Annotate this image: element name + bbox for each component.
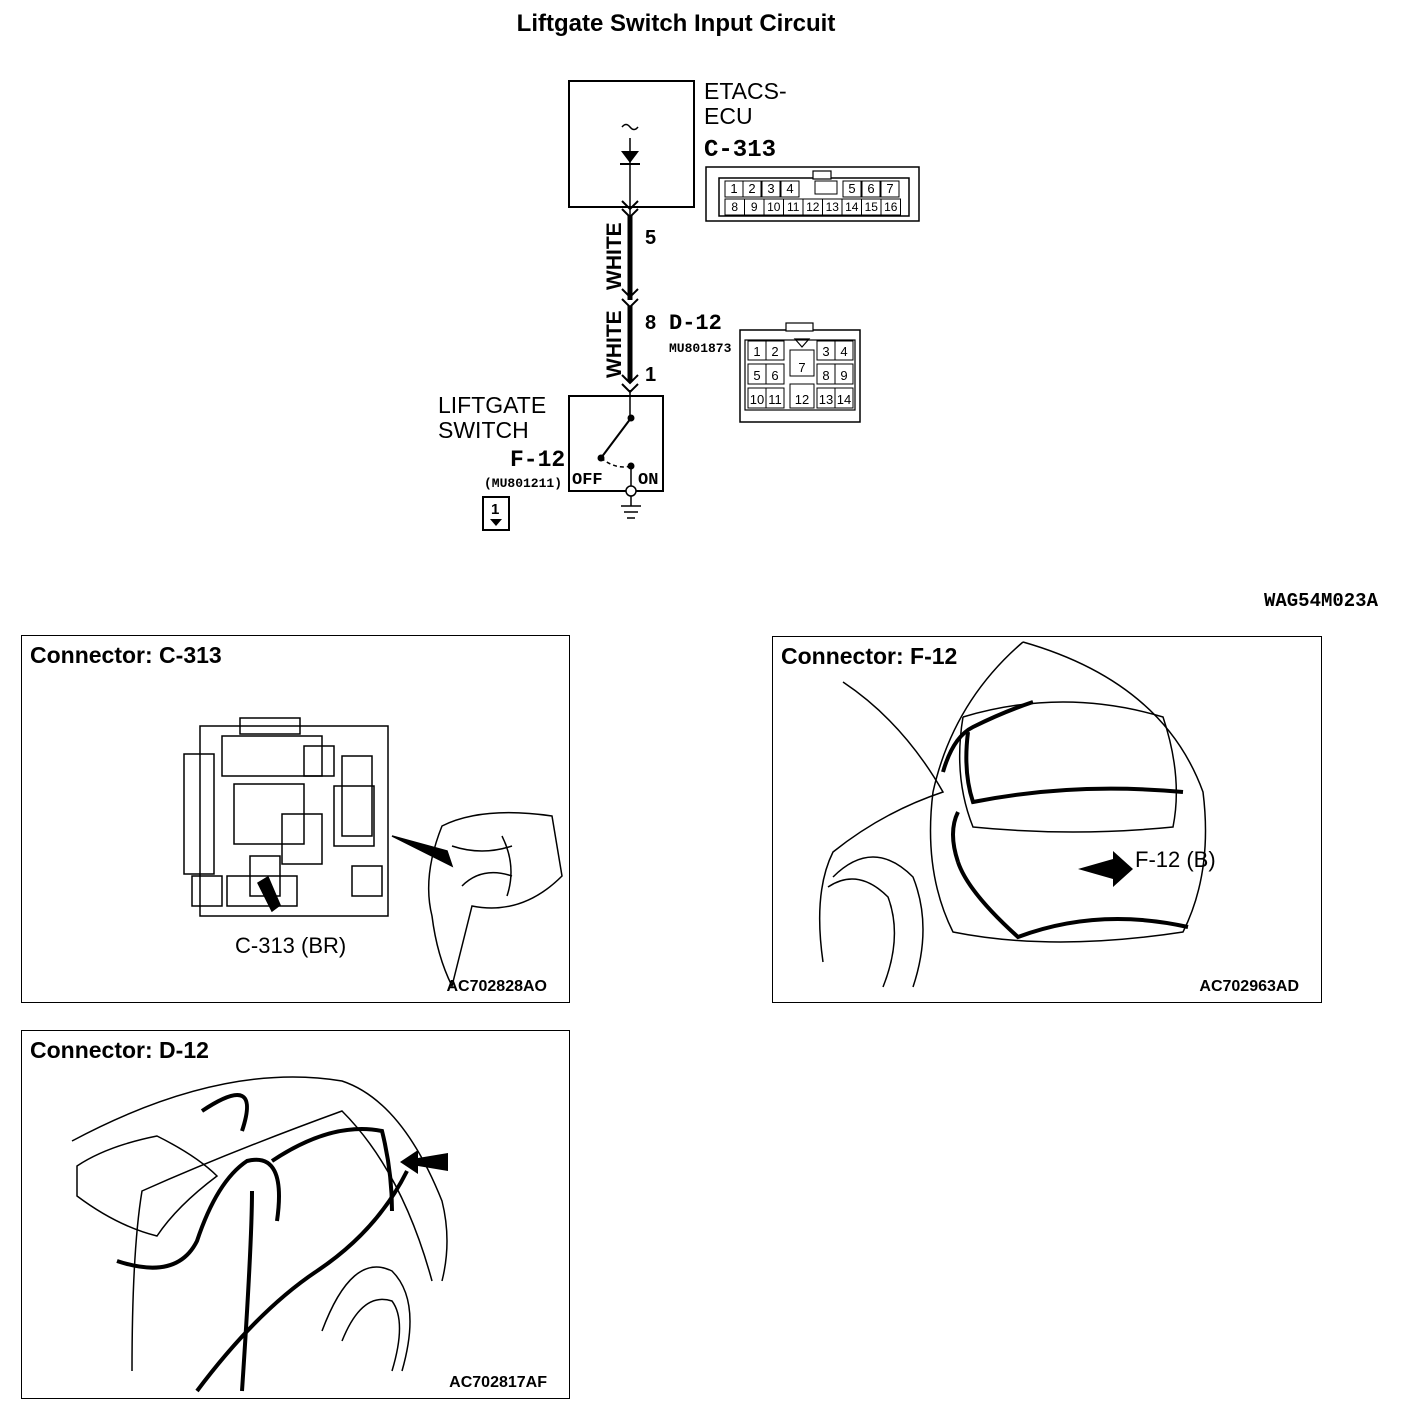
liftgate-location-illustration <box>818 641 1207 988</box>
pin-reference-box <box>482 496 510 531</box>
switch-blade <box>600 417 632 459</box>
c313-pin-1-label: 1 <box>730 181 737 196</box>
c313-pin-5-label: 5 <box>848 181 855 196</box>
junction-connector-label: D-12 <box>669 311 722 336</box>
c313-pin-4-cell <box>780 180 800 198</box>
d12-pin-8-label: 8 <box>822 368 829 383</box>
d12-pin-12-label: 12 <box>795 392 809 407</box>
c313-pin-15-label: 15 <box>865 200 879 214</box>
switch-connector-label: F-12 <box>510 447 565 473</box>
d12-pin-2-label: 2 <box>771 344 778 359</box>
d12-pin-9-label: 9 <box>840 368 847 383</box>
connector-panel-d12: Connector: D-12 AC702817AF <box>21 1030 570 1399</box>
ecu-input-symbol <box>621 123 639 131</box>
switch-box <box>568 395 664 492</box>
junction-pin-in: 8 <box>645 312 656 334</box>
d12-pin-13-label: 13 <box>819 392 833 407</box>
c313-pin-5-cell <box>842 180 862 198</box>
ecu-name-line1: ETACS- <box>704 78 787 104</box>
wire-2-color: WHITE <box>603 310 626 378</box>
diode-icon <box>621 151 639 163</box>
d12-pin-14-cell <box>834 387 854 409</box>
connector-panel-f12: Connector: F-12 F-12 (B) AC702963AD <box>772 636 1322 1003</box>
ecu-connector-label: C-313 <box>704 137 776 164</box>
c313-pin-11-label: 11 <box>787 200 800 214</box>
callout-f12: F-12 (B) <box>1135 847 1216 872</box>
panel-title-d12: Connector: D-12 <box>30 1037 209 1063</box>
drawing-code: WAG54M023A <box>1263 590 1378 612</box>
ecu-location-illustration <box>183 717 563 989</box>
connector-panel-c313: Connector: C-313 C-313 (BR) AC702828AO <box>21 635 570 1003</box>
panel-title-c313: Connector: C-313 <box>30 642 222 668</box>
c313-pin-14-label: 14 <box>845 200 859 214</box>
pin-reference-number: 1 <box>491 501 499 518</box>
d12-pin-11-cell <box>765 387 785 409</box>
c313-pin-16-cell <box>880 198 901 216</box>
d12-pin-7-label: 7 <box>798 360 805 375</box>
junction-part-number: MU801873 <box>669 341 732 356</box>
c313-pin-12-label: 12 <box>806 200 820 214</box>
c313-pin-3-label: 3 <box>767 181 774 196</box>
d12-pin-4-label: 4 <box>840 344 847 359</box>
c313-pin-8-label: 8 <box>731 200 738 214</box>
ecu-box <box>568 80 695 208</box>
d12-pin-3-label: 3 <box>822 344 829 359</box>
switch-part-number: (MU801211) <box>484 476 562 491</box>
d12-pin-2-cell <box>765 340 785 361</box>
harness-location-illustration <box>71 1076 448 1393</box>
c313-pin-16-label: 16 <box>884 200 898 214</box>
panel-title-f12: Connector: F-12 <box>781 643 958 669</box>
panel-code-d12: AC702817AF <box>449 1374 547 1391</box>
c313-pin-7-label: 7 <box>886 181 893 196</box>
c313-pin-6-cell <box>861 180 881 198</box>
panel-code-c313: AC702828AO <box>446 978 548 995</box>
wire-1-color: WHITE <box>603 222 626 290</box>
d12-pin-4-cell <box>834 340 854 361</box>
diagram-title: Liftgate Switch Input Circuit <box>516 10 836 37</box>
d12-pin-7-cell <box>789 349 815 377</box>
d12-pin-6-label: 6 <box>771 368 778 383</box>
c313-pin-2-label: 2 <box>748 181 755 196</box>
switch-off-label: OFF <box>572 471 603 490</box>
c313-pin-13-label: 13 <box>826 200 840 214</box>
c313-pin-10-label: 10 <box>767 200 781 214</box>
d12-pin-14-label: 14 <box>837 392 851 407</box>
c313-pin-6-label: 6 <box>867 181 874 196</box>
d12-pin-6-cell <box>765 363 785 385</box>
panel-code-f12: AC702963AD <box>1199 978 1299 995</box>
callout-c313: C-313 (BR) <box>235 933 347 958</box>
d12-pin-1-label: 1 <box>753 344 760 359</box>
d12-pin-11-label: 11 <box>768 392 782 407</box>
c313-pin-7-cell <box>880 180 900 198</box>
ecu-terminal-label: 5 <box>645 227 656 249</box>
d12-pin-9-cell <box>834 363 854 385</box>
junction-pin-out: 1 <box>645 364 656 386</box>
switch-name-line2: SWITCH <box>438 417 529 443</box>
switch-name-line1: LIFTGATE <box>438 392 546 418</box>
c313-pin-3-cell <box>761 180 781 198</box>
c313-pin-9-label: 9 <box>751 200 758 214</box>
d12-pin-10-label: 10 <box>750 392 764 407</box>
c313-pin-4-label: 4 <box>786 181 793 196</box>
c313-pin-2-cell <box>742 180 762 198</box>
ecu-name-line2: ECU <box>704 103 753 129</box>
c313-key-slot <box>814 180 838 195</box>
switch-on-label: ON <box>638 471 658 490</box>
circuit-schematic: ETACS- ECU C-313 5 WHITE WHITE 8 D-12 MU… <box>438 78 920 531</box>
d12-pin-5-label: 5 <box>753 368 760 383</box>
d12-pin-12-cell <box>789 383 815 409</box>
ground-terminal <box>625 485 637 497</box>
